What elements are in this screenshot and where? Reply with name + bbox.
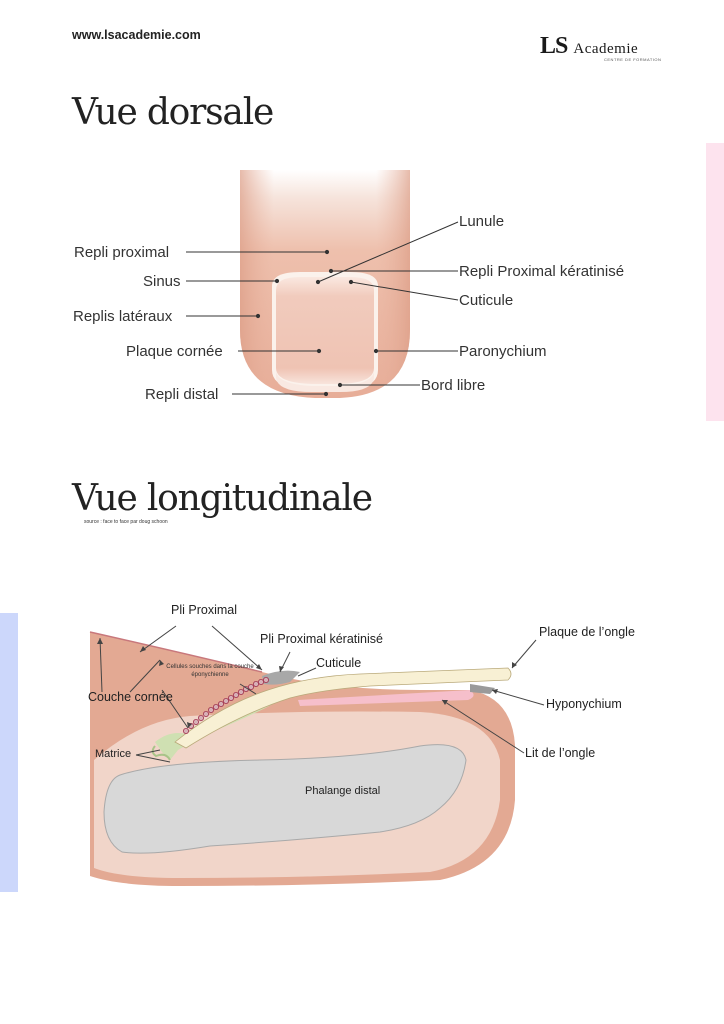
label-cuticule-longitudinal: Cuticule xyxy=(316,657,361,670)
label-pli-proximal-keratinise: Pli Proximal kératinisé xyxy=(260,633,383,646)
label-matrice: Matrice xyxy=(95,748,131,760)
label-hyponychium: Hyponychium xyxy=(546,698,622,711)
label-pli-proximal: Pli Proximal xyxy=(171,604,237,617)
label-phalange: Phalange distal xyxy=(305,785,380,797)
label-plaque-ongle: Plaque de l’ongle xyxy=(539,626,635,639)
label-lit-ongle: Lit de l’ongle xyxy=(525,747,595,760)
label-couche-cornee: Couche cornée xyxy=(88,691,173,704)
label-cellules-souches: Cellules souches dans la couche éponychi… xyxy=(162,664,258,679)
